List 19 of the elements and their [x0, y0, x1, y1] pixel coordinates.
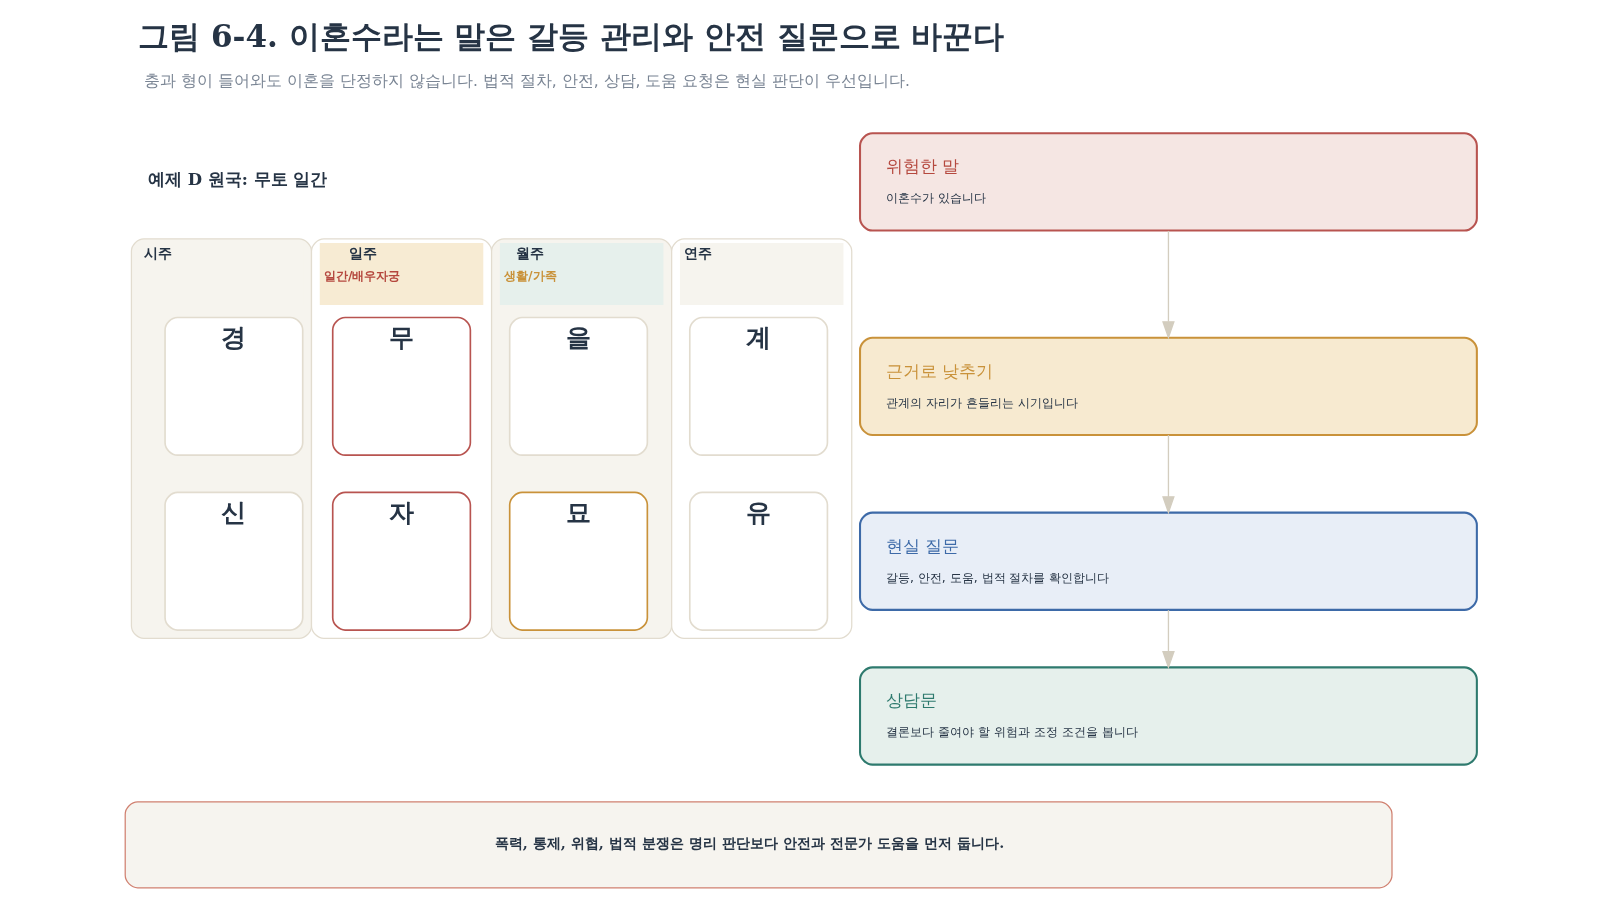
arrow — [1162, 609, 1175, 670]
node-box: 계 — [688, 316, 829, 456]
node-box: 현실 질문 갈등, 안전, 도움, 법적 절차를 확인합니다 — [859, 511, 1478, 611]
node-box: 경 — [164, 316, 304, 456]
node-box: 위험한 말 이혼수가 있습니다 — [859, 132, 1478, 232]
node-box: 상담문 결론보다 줄여야 할 위험과 조정 조건을 봅니다 — [859, 666, 1478, 766]
node-box: 근거로 낮추기 관계의 자리가 흔들리는 시기입니다 — [859, 336, 1478, 437]
caption: 충과 형이 들어와도 이혼을 단정하지 않습니다. 법적 절차, 안전, 상담, 도움 요청은 현실 판단이 우선입니다. — [144, 72, 911, 91]
arrow — [1162, 230, 1175, 340]
node-box: 무 — [331, 316, 472, 456]
label: 예제 D 원국: 무토 일간 — [147, 168, 328, 189]
node-box: 폭력, 통제, 위협, 법적 분쟁은 명리 판단보다 안전과 전문가 도움을 먼저 둡니다. — [124, 801, 1393, 889]
node-box: 유 — [688, 491, 829, 631]
arrow — [1162, 434, 1175, 515]
diagram-title: 그림 6-4. 이혼수라는 말은 갈등 관리와 안전 질문으로 바꾼다 — [138, 17, 1005, 54]
node-box: 자 — [331, 491, 472, 631]
node-box: 신 — [164, 491, 304, 631]
node-box: 묘 — [508, 491, 649, 631]
node-box: 을 — [508, 316, 649, 456]
